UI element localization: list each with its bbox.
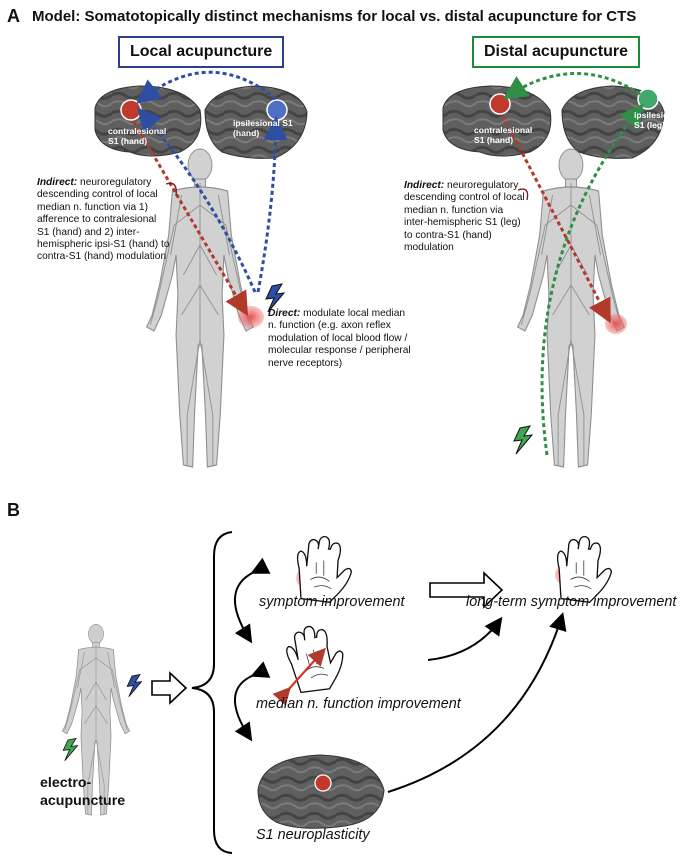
lightning-icon bbox=[513, 425, 533, 455]
ipsilesional-label: ipsilesional S1 (hand) bbox=[233, 118, 293, 138]
bracket-icon bbox=[191, 531, 233, 854]
arrow-icon bbox=[429, 571, 504, 609]
panel-a-letter: A bbox=[7, 6, 20, 26]
blue-afferent-arrow bbox=[256, 116, 288, 293]
panel-b-letter: B bbox=[7, 500, 20, 520]
contralesional-s1-marker bbox=[120, 99, 142, 121]
local-direct-note: Direct: modulate local median n. functio… bbox=[268, 308, 416, 370]
indirect-lead: Indirect: bbox=[37, 177, 78, 188]
indirect-text: neuroregulatory descending control of lo… bbox=[404, 180, 525, 254]
median-function-label: median n. function improvement bbox=[256, 696, 461, 712]
local-indirect-note: Indirect: neuroregulatory descending con… bbox=[37, 177, 171, 264]
wrist-glow bbox=[238, 306, 264, 328]
contralesional-s1-marker bbox=[489, 93, 511, 115]
brain-icon bbox=[257, 754, 385, 829]
green-afferent-arrow bbox=[540, 103, 644, 456]
indirect-text: neuroregulatory descending control of lo… bbox=[37, 177, 170, 263]
arrow-icon bbox=[151, 671, 188, 705]
s1-marker bbox=[314, 774, 332, 792]
direct-lead: Direct: bbox=[268, 308, 301, 319]
blue-interhemispheric-arrow bbox=[136, 70, 277, 104]
symptom-improvement-label: symptom improvement bbox=[259, 594, 405, 610]
red-descending-arrow bbox=[132, 121, 249, 317]
lightning-icon bbox=[62, 738, 78, 762]
red-descending-arrow bbox=[501, 115, 611, 324]
brain-icon bbox=[442, 85, 552, 157]
curved-arrow bbox=[234, 557, 271, 644]
curved-arrow bbox=[234, 661, 271, 742]
contralesional-label: contralesional S1 (hand) bbox=[108, 126, 167, 146]
s1-neuroplasticity-label: S1 neuroplasticity bbox=[256, 827, 370, 843]
ipsilesional-label: ipsilesional S1 (leg) bbox=[634, 110, 681, 130]
distal-indirect-note: Indirect: neuroregulatory descending con… bbox=[404, 180, 528, 254]
body-icon bbox=[517, 148, 625, 468]
local-acupuncture-label: Local acupuncture bbox=[118, 36, 285, 68]
longterm-improvement-label: long-term symptom improvement bbox=[466, 594, 677, 610]
curved-arrow bbox=[387, 612, 567, 793]
note-pointer bbox=[517, 188, 529, 201]
red-double-arrow bbox=[272, 647, 326, 706]
direct-text: modulate local median n. function (e.g. … bbox=[268, 308, 411, 369]
indirect-lead: Indirect: bbox=[404, 180, 445, 191]
green-interhemispheric-arrow bbox=[502, 72, 641, 100]
contralesional-label: contralesional S1 (hand) bbox=[474, 125, 533, 145]
lightning-icon bbox=[126, 674, 143, 698]
ipsilesional-s1-marker bbox=[637, 88, 659, 110]
panel-a-title: Model: Somatotopically distinct mechanis… bbox=[32, 8, 637, 25]
hand-icon bbox=[556, 535, 613, 603]
electro-acupuncture-label: electro-acupuncture bbox=[40, 775, 126, 809]
curved-arrow bbox=[427, 616, 503, 661]
ipsilesional-s1-marker bbox=[266, 99, 288, 121]
hand-icon bbox=[296, 535, 353, 603]
note-pointer bbox=[165, 182, 177, 197]
distal-acupuncture-label: Distal acupuncture bbox=[472, 36, 641, 68]
blue-afferent-arrow bbox=[137, 107, 257, 293]
